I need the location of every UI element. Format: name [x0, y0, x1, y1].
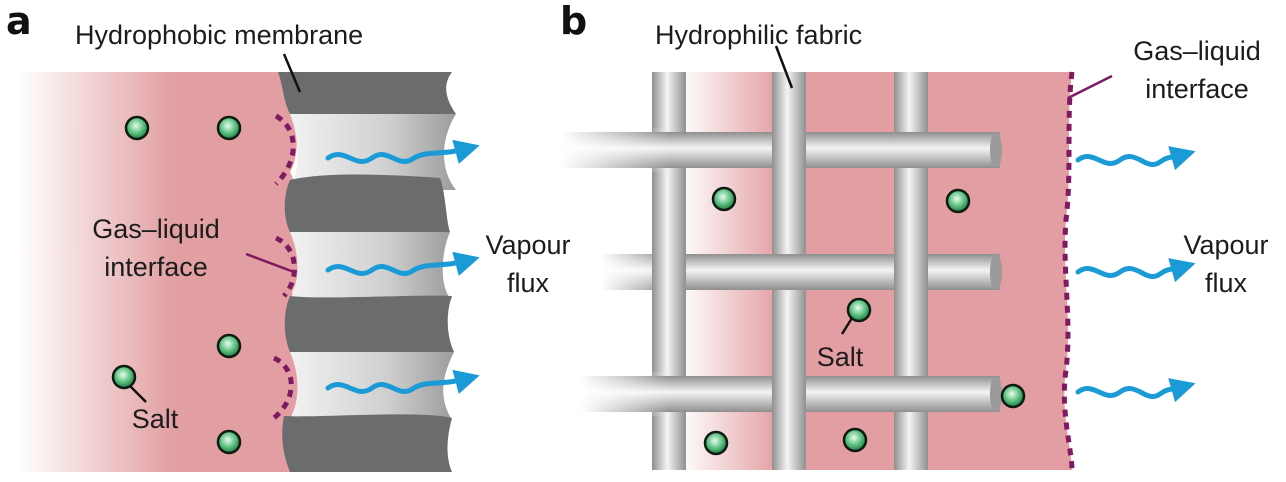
- salt-label: Salt: [817, 342, 864, 372]
- gas-liquid-interface: [1061, 71, 1075, 471]
- fabric-leader-line: [774, 45, 794, 89]
- salt-particle-icon: [124, 115, 150, 141]
- salt-particle-icon: [216, 115, 242, 141]
- vapour-flux-arrows: [325, 139, 480, 394]
- salt-particle-icon: [216, 429, 242, 455]
- fabric-label: Hydrophilic fabric: [655, 20, 862, 50]
- vapour-arrow-icon: [1075, 258, 1196, 283]
- interface-label-line-1: Gas–liquid: [92, 214, 220, 244]
- interface-label-line-2: interface: [1145, 74, 1249, 104]
- vapour-arrow-icon: [325, 139, 480, 164]
- panel-b: b: [560, 0, 1269, 471]
- salt-particle-icon: [842, 427, 868, 453]
- salt-leader-line: [129, 385, 147, 403]
- panel-a-letter: a: [6, 0, 32, 43]
- salt-particles: [111, 115, 242, 455]
- flux-label-line-1: Vapour: [1183, 230, 1268, 260]
- vapour-arrow-icon: [1075, 146, 1196, 171]
- panel-b-letter: b: [560, 0, 587, 43]
- salt-leader-line: [840, 317, 854, 335]
- panel-a: a: [6, 0, 571, 472]
- salt-label: Salt: [132, 404, 179, 434]
- salt-particle-icon: [216, 333, 242, 359]
- salt-particle-icon: [711, 186, 737, 212]
- vapour-arrow-icon: [325, 251, 480, 276]
- vapour-arrow-icon: [325, 369, 480, 394]
- brine-region: [18, 72, 298, 472]
- interface-label-line-2: interface: [104, 252, 208, 282]
- gas-liquid-interface: [272, 113, 297, 420]
- salt-particles: [703, 186, 1026, 456]
- hydrophilic-fabric: [560, 72, 1002, 470]
- salt-particle-icon: [1000, 383, 1026, 409]
- interface-leader-line: [245, 252, 295, 274]
- interface-leader-line: [1067, 74, 1113, 100]
- vapour-arrow-icon: [1075, 378, 1196, 403]
- flux-label-line-2: flux: [1205, 268, 1248, 298]
- salt-particle-icon: [111, 364, 137, 390]
- membrane-leader-line: [282, 53, 302, 93]
- salt-particle-icon: [703, 430, 729, 456]
- vapour-flux-arrows: [1075, 146, 1196, 403]
- membrane-label: Hydrophobic membrane: [75, 20, 363, 50]
- flux-label-line-1: Vapour: [485, 230, 570, 260]
- salt-particle-icon: [945, 188, 971, 214]
- flux-label-line-2: flux: [507, 268, 550, 298]
- salt-particle-icon: [846, 297, 872, 323]
- interface-label-line-1: Gas–liquid: [1133, 36, 1261, 66]
